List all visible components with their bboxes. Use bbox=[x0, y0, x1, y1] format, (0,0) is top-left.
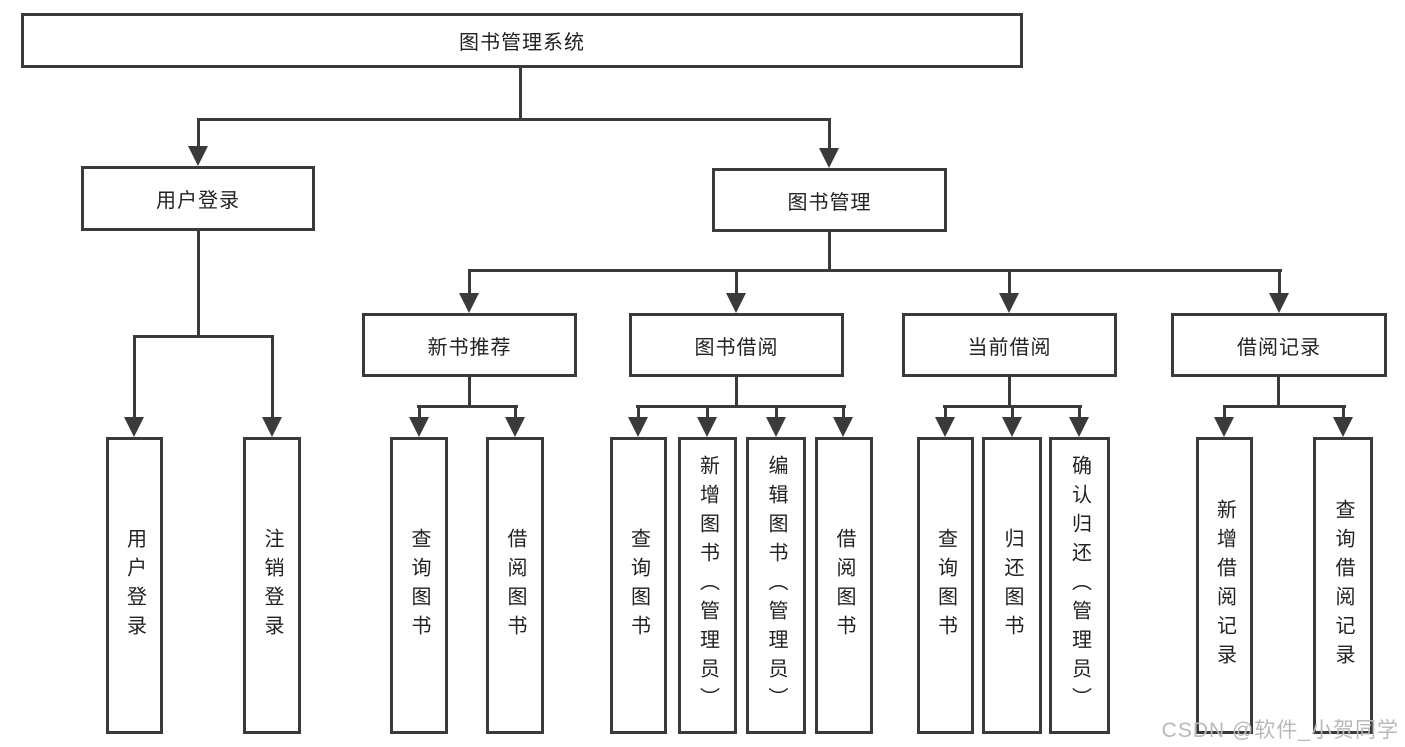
connector-line bbox=[468, 375, 471, 407]
node-current-borrow: 当前借阅 bbox=[902, 313, 1117, 377]
connector-line bbox=[637, 405, 640, 419]
leaf-confirm-return-admin: 确认归还（管理员） bbox=[1049, 437, 1110, 734]
connector-arrowhead bbox=[188, 146, 208, 166]
connector-line bbox=[197, 118, 200, 148]
node-book-borrow: 图书借阅 bbox=[629, 313, 844, 377]
connector-line bbox=[775, 405, 778, 419]
connector-arrowhead bbox=[999, 293, 1019, 313]
connector-line bbox=[468, 269, 1282, 272]
leaf-add-book-admin: 新增图书（管理员） bbox=[678, 437, 737, 734]
connector-arrowhead bbox=[697, 417, 717, 437]
connector-line bbox=[1078, 405, 1081, 419]
connector-line bbox=[468, 269, 471, 295]
connector-line bbox=[1223, 405, 1346, 408]
node-borrow-records: 借阅记录 bbox=[1171, 313, 1387, 377]
connector-line bbox=[944, 405, 947, 419]
connector-line bbox=[1008, 269, 1011, 295]
connector-line bbox=[514, 405, 517, 419]
node-root: 图书管理系统 bbox=[21, 13, 1023, 68]
connector-line bbox=[197, 118, 831, 121]
node-new-book-recommend: 新书推荐 bbox=[362, 313, 577, 377]
connector-line bbox=[1278, 269, 1281, 295]
connector-arrowhead bbox=[505, 417, 525, 437]
leaf-query-books-borrow: 查询图书 bbox=[610, 437, 667, 734]
connector-line bbox=[519, 67, 522, 120]
connector-arrowhead bbox=[935, 417, 955, 437]
leaf-edit-book-admin: 编辑图书（管理员） bbox=[746, 437, 806, 734]
leaf-borrow-books-recommend: 借阅图书 bbox=[486, 437, 544, 734]
connector-arrowhead bbox=[726, 293, 746, 313]
connector-line bbox=[1223, 405, 1226, 419]
connector-line bbox=[828, 230, 831, 271]
connector-line bbox=[1008, 375, 1011, 407]
connector-arrowhead bbox=[766, 417, 786, 437]
leaf-query-books-current: 查询图书 bbox=[917, 437, 974, 734]
connector-line bbox=[417, 405, 518, 408]
connector-arrowhead bbox=[833, 417, 853, 437]
connector-line bbox=[133, 335, 136, 419]
connector-line bbox=[1342, 405, 1345, 419]
connector-line bbox=[706, 405, 709, 419]
connector-arrowhead bbox=[124, 417, 144, 437]
connector-line bbox=[1011, 405, 1014, 419]
connector-arrowhead bbox=[409, 417, 429, 437]
connector-arrowhead bbox=[459, 293, 479, 313]
connector-arrowhead bbox=[1333, 417, 1353, 437]
connector-arrowhead bbox=[1002, 417, 1022, 437]
connector-line bbox=[828, 118, 831, 150]
connector-arrowhead bbox=[819, 148, 839, 168]
connector-line bbox=[197, 229, 200, 337]
leaf-query-borrow-record: 查询借阅记录 bbox=[1313, 437, 1373, 734]
connector-line bbox=[1277, 375, 1280, 407]
leaf-add-borrow-record: 新增借阅记录 bbox=[1196, 437, 1253, 734]
leaf-return-book: 归还图书 bbox=[982, 437, 1042, 734]
leaf-user-login: 用户登录 bbox=[106, 437, 163, 734]
connector-line bbox=[735, 269, 738, 295]
connector-arrowhead bbox=[628, 417, 648, 437]
connector-line bbox=[735, 375, 738, 407]
leaf-query-books-recommend: 查询图书 bbox=[390, 437, 448, 734]
connector-line bbox=[418, 405, 421, 419]
node-book-management: 图书管理 bbox=[712, 168, 947, 232]
node-user-login: 用户登录 bbox=[81, 166, 315, 231]
connector-arrowhead bbox=[1269, 293, 1289, 313]
connector-line bbox=[842, 405, 845, 419]
connector-arrowhead bbox=[1069, 417, 1089, 437]
watermark: CSDN @软件_小贺同学 bbox=[1161, 719, 1399, 742]
connector-arrowhead bbox=[1214, 417, 1234, 437]
connector-line bbox=[271, 335, 274, 419]
connector-line bbox=[636, 405, 846, 408]
leaf-borrow-books: 借阅图书 bbox=[815, 437, 873, 734]
leaf-logout: 注销登录 bbox=[243, 437, 301, 734]
connector-line bbox=[133, 335, 274, 338]
connector-arrowhead bbox=[262, 417, 282, 437]
